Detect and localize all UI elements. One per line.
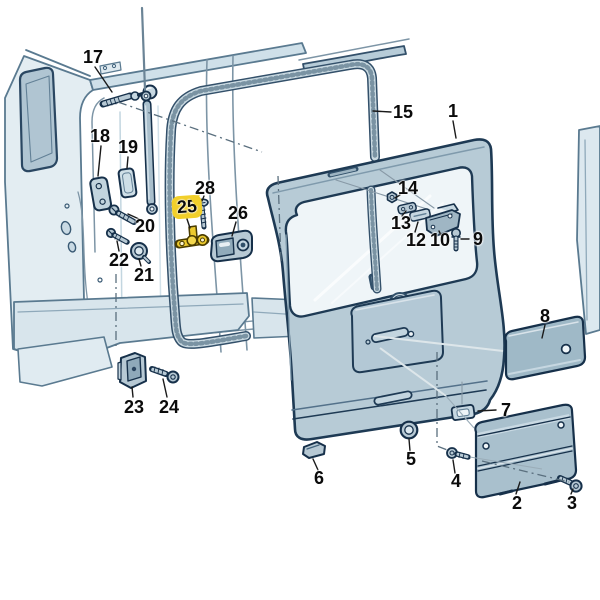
part-23-latch: [117, 352, 147, 389]
right-pillar-fragment: [576, 125, 600, 335]
callout-20[interactable]: 20: [134, 216, 156, 236]
part-26-striker-bracket: [210, 229, 253, 263]
left-parts-group: [89, 6, 253, 389]
seal-segment-behind-window: [366, 185, 382, 294]
part-6-clip: [302, 441, 326, 459]
callout-24[interactable]: 24: [158, 397, 180, 417]
part-5-grommet: [399, 420, 419, 440]
part-21-grommet: [130, 242, 151, 264]
hinge-parts-group: [335, 169, 461, 252]
quarter-window: [18, 66, 59, 173]
callout-10[interactable]: 10: [429, 230, 451, 250]
callout-7[interactable]: 7: [500, 400, 512, 420]
callout-1[interactable]: 1: [447, 101, 459, 121]
callout-8[interactable]: 8: [539, 306, 551, 326]
callout-21[interactable]: 21: [133, 265, 155, 285]
gas-strut: [140, 6, 158, 215]
callout-23[interactable]: 23: [123, 397, 145, 417]
door-aperture-seal: [164, 59, 380, 349]
callout-3[interactable]: 3: [566, 493, 578, 513]
callout-4[interactable]: 4: [450, 471, 462, 491]
part-19-buffer: [117, 167, 138, 199]
bottom-parts-group: [302, 315, 587, 499]
part-20-screw: [108, 204, 137, 225]
tailgate-grip-recess: [373, 390, 413, 406]
callout-28[interactable]: 28: [194, 178, 216, 198]
part-4-screw: [446, 447, 471, 460]
callout-22[interactable]: 22: [108, 250, 130, 270]
license-plate-recess: [350, 289, 444, 374]
part-18-hinge-plate: [89, 176, 113, 212]
callout-12[interactable]: 12: [405, 230, 427, 250]
part-24-bolt: [149, 366, 180, 384]
part-10-hinge-bracket: [425, 203, 461, 237]
callout-6[interactable]: 6: [313, 468, 325, 488]
callout-2[interactable]: 2: [511, 493, 523, 513]
callout-25[interactable]: 25: [171, 194, 203, 220]
callout-17[interactable]: 17: [82, 47, 104, 67]
leader-lines: [94, 66, 574, 495]
part-9-bolt: [450, 228, 461, 252]
part-14-nut: [386, 191, 398, 204]
part-13-plate: [397, 201, 417, 215]
callout-13[interactable]: 13: [390, 213, 412, 233]
part-8-trim-strip: [504, 315, 587, 381]
construction-lines: [115, 101, 570, 483]
callout-18[interactable]: 18: [89, 126, 111, 146]
part-12-plate: [409, 208, 431, 222]
part-2-license-bracket: [474, 403, 578, 499]
callout-14[interactable]: 14: [397, 178, 419, 198]
callout-5[interactable]: 5: [405, 449, 417, 469]
part-22-screw: [105, 227, 130, 245]
callout-15[interactable]: 15: [392, 102, 414, 122]
callout-26[interactable]: 26: [227, 203, 249, 223]
part-25-highlighted-bracket: [174, 225, 210, 249]
callout-9[interactable]: 9: [472, 229, 484, 249]
callout-19[interactable]: 19: [117, 137, 139, 157]
